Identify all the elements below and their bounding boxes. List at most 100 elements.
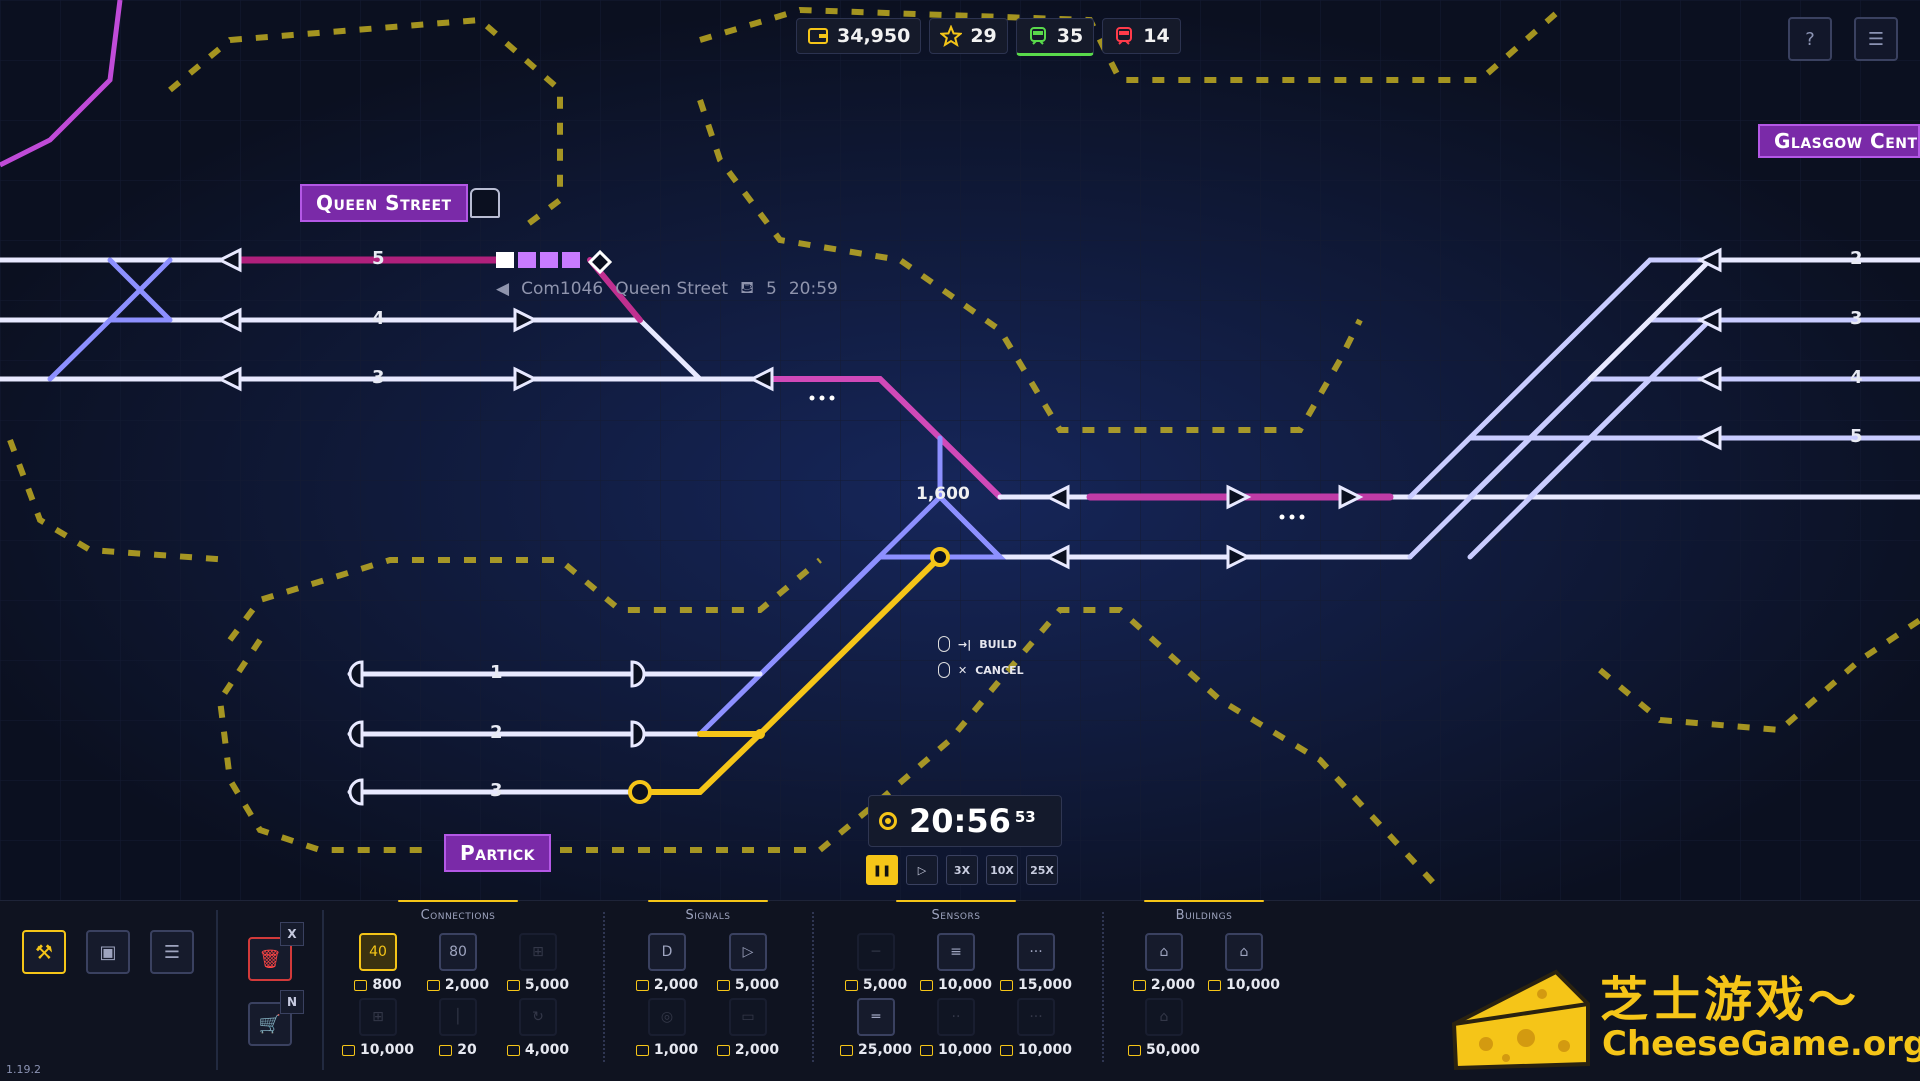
sensor-icon: ·· [937, 998, 975, 1036]
station-name: Queen Street [316, 191, 452, 215]
build-cursor-icon [930, 547, 950, 567]
chip-tool-button[interactable]: ▣ [86, 930, 130, 974]
track-label: 3 [372, 367, 385, 388]
purple-track [0, 0, 123, 168]
track-40-icon: 40 [359, 933, 397, 971]
notes-tool-button[interactable]: ☰ [150, 930, 194, 974]
signal-icon [1696, 307, 1722, 333]
signal-icon: ◎ [648, 998, 686, 1036]
divider [216, 910, 218, 1070]
signal-icon [1226, 484, 1252, 510]
menu-button[interactable]: ☰ [1854, 17, 1898, 61]
shop-key: N [280, 990, 304, 1014]
trains-counter[interactable]: 35 [1015, 18, 1095, 56]
pause-button[interactable]: ❚❚ [866, 855, 898, 885]
station-glasgow-central[interactable]: Glasgow Centr [1758, 124, 1920, 158]
arrow-left-icon: ◀ [496, 279, 510, 299]
resource-bar: 34,950 29 35 14 [796, 18, 1181, 56]
price: 5,000 [507, 977, 569, 993]
sensor-item[interactable]: ···10,000 [996, 998, 1076, 1058]
building-icon: ⌂ [1145, 998, 1183, 1036]
price: 10,000 [920, 977, 992, 993]
train-destination: Queen Street [615, 279, 729, 299]
station-icon: ⌂ [1225, 933, 1263, 971]
track-label: 4 [372, 308, 385, 329]
path-signal-icon: ▷ [729, 933, 767, 971]
rail-map[interactable] [0, 0, 1920, 900]
document-icon: ☰ [163, 941, 181, 963]
signal-item[interactable]: ▭2,000 [708, 998, 788, 1058]
clock-time: 20:56 [909, 802, 1011, 840]
sensor-item[interactable]: ··10,000 [916, 998, 996, 1058]
signal-item[interactable]: ▷5,000 [708, 933, 788, 993]
price: 15,000 [1000, 977, 1072, 993]
selected-node-icon [628, 780, 652, 804]
connection-item[interactable]: ⊞10,000 [338, 998, 418, 1058]
help-button[interactable]: ? [1788, 17, 1832, 61]
building-item[interactable]: ⌂2,000 [1124, 933, 1204, 993]
play-button[interactable]: ▷ [906, 855, 938, 885]
trash-icon: 🗑 [258, 948, 282, 970]
build-cost: 1,600 [916, 484, 970, 504]
building-item[interactable]: ⌂10,000 [1204, 933, 1284, 993]
divider [322, 910, 324, 1070]
build-tool-button[interactable]: ⚒ [22, 930, 66, 974]
connection-item[interactable]: ↻4,000 [498, 998, 578, 1058]
sensor-icon: ─ [857, 933, 895, 971]
price: 50,000 [1128, 1042, 1200, 1058]
block-signal-icon: D [648, 933, 686, 971]
track-label: 3 [490, 780, 503, 801]
price: 1,000 [636, 1042, 698, 1058]
sensor-item[interactable]: ≡10,000 [916, 933, 996, 993]
build-hint-label: BUILD [979, 637, 1017, 651]
track-label: 5 [1850, 426, 1863, 447]
divider [1102, 912, 1104, 1062]
speed-3x-button[interactable]: 3X [946, 855, 978, 885]
connection-item[interactable]: ⊞5,000 [498, 933, 578, 993]
ellipsis-sensor-icon: ··· [1017, 933, 1055, 971]
signal-icon: ▭ [729, 998, 767, 1036]
shop-button[interactable]: 🛒 [248, 1002, 292, 1046]
play-icon: ▷ [917, 863, 927, 877]
divider [603, 912, 605, 1062]
delete-key: X [280, 922, 304, 946]
alerts-counter[interactable]: 14 [1102, 18, 1181, 54]
speed-10x-button[interactable]: 10X [986, 855, 1018, 885]
top-right-controls: ? ☰ [1788, 17, 1898, 61]
build-hint: →| BUILD [938, 636, 1017, 652]
station-partick[interactable]: Partick [444, 834, 552, 872]
sensor-item[interactable]: ··· 15,000 [996, 933, 1076, 993]
station-name: Glasgow Centr [1774, 129, 1920, 153]
connection-item[interactable]: │20 [418, 998, 498, 1058]
cancel-hint: ✕ CANCEL [938, 662, 1024, 678]
section-buildings: Buildings [1144, 900, 1264, 923]
cheese-icon [1451, 969, 1590, 1071]
signal-icon [348, 660, 364, 688]
signal-icon [216, 307, 242, 333]
price: 25,000 [840, 1042, 912, 1058]
price: 4,000 [507, 1042, 569, 1058]
track-label: 2 [1850, 248, 1863, 269]
sensor-icon: ··· [1017, 998, 1055, 1036]
sensor-item[interactable]: ─5,000 [836, 933, 916, 993]
signal-icon [216, 247, 242, 273]
mouse-left-icon [938, 636, 950, 652]
watermark-en: CheeseGame.org [1602, 1024, 1920, 1064]
alerts-value: 14 [1143, 25, 1170, 47]
signal-icon [630, 720, 646, 748]
signal-item[interactable]: ◎ 1,000 [627, 998, 707, 1058]
track-label: 5 [372, 248, 385, 269]
station-queen-street[interactable]: Queen Street [300, 184, 500, 222]
track-label: 4 [1850, 367, 1863, 388]
section-signals: Signals [648, 900, 768, 923]
sensor-item[interactable]: ═25,000 [836, 998, 916, 1058]
arrow-icon: →| [958, 637, 972, 651]
speed-25x-button[interactable]: 25X [1026, 855, 1058, 885]
building-item[interactable]: ⌂ 50,000 [1124, 998, 1204, 1058]
watermark-cn: 芝士游戏～ [1600, 972, 1861, 1028]
delete-button[interactable]: 🗑 [248, 937, 292, 981]
signal-icon [216, 366, 242, 392]
